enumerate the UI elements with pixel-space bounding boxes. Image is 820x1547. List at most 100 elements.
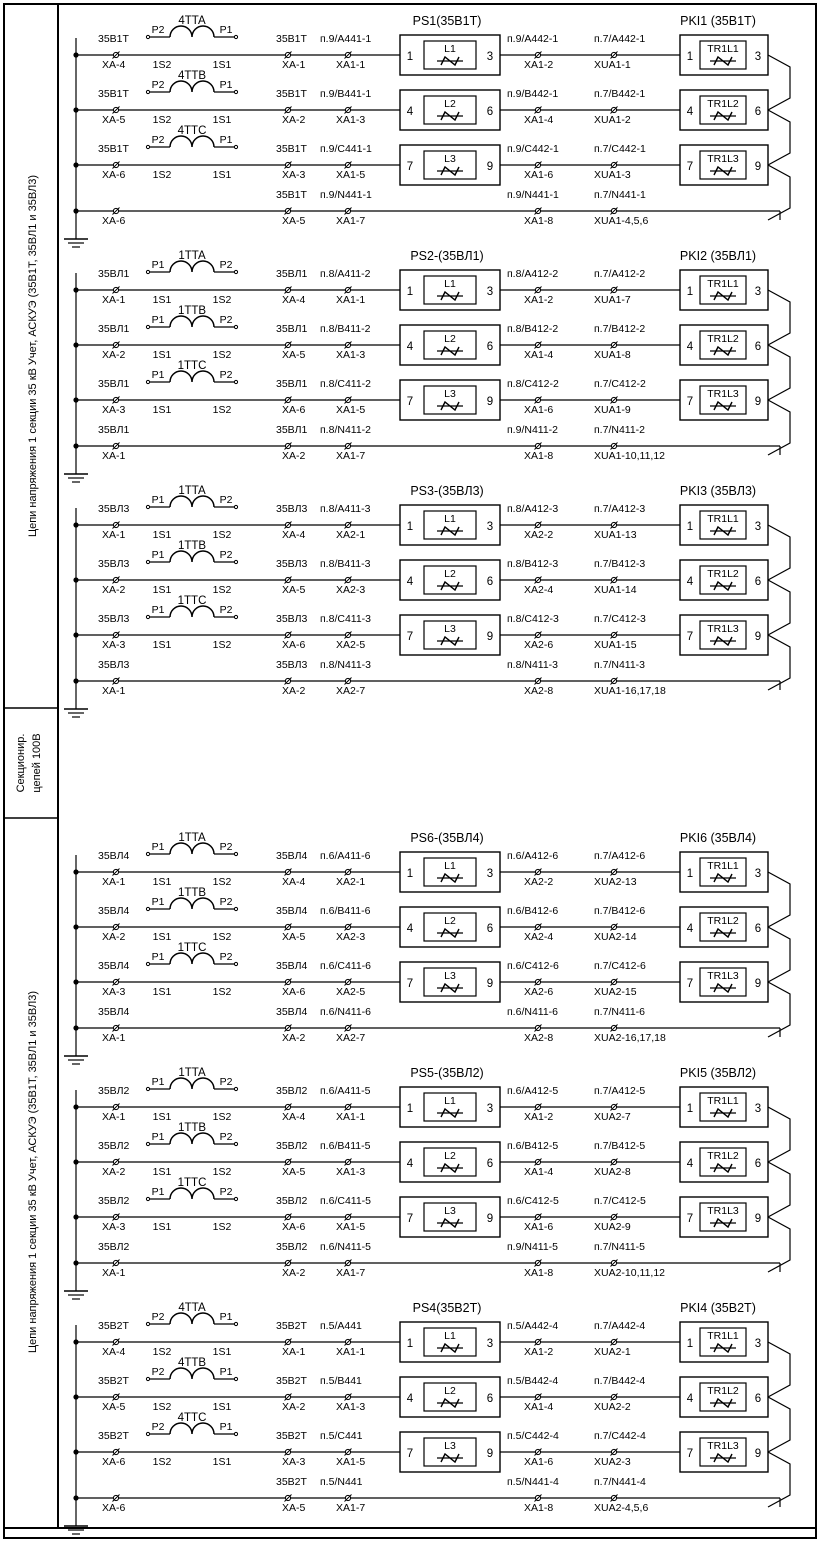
- neutral-row: 35ВЛ1XA-135ВЛ1XA-2п.8/N411-2XA1-7п.9/N41…: [73, 424, 781, 462]
- terminal-slash: [534, 1103, 542, 1111]
- terminal-slash: [344, 631, 352, 639]
- neutral-row: XA-635В2ТXA-5п.5/N441XA1-7п.5/N441-4XA1-…: [73, 1476, 781, 1514]
- ps-coil-box: [423, 385, 477, 415]
- xa-label: XA-6: [102, 169, 126, 181]
- terminal-marker: [284, 341, 292, 349]
- pki-coil-box: [699, 150, 747, 180]
- ground-icon: [64, 1055, 88, 1065]
- neutral-pki-label: п.7/N411-6: [594, 1006, 645, 1018]
- wire2-label: 35В2Т: [276, 1430, 308, 1442]
- pki-pin-out: 3: [755, 1338, 761, 1350]
- xua-label: XUA2-7: [594, 1111, 631, 1123]
- coil-icon: [437, 1397, 463, 1409]
- terminal-marker: [284, 1259, 292, 1267]
- junction-dot: [73, 208, 79, 214]
- terminal-slash: [534, 1213, 542, 1221]
- terminal-slash: [344, 286, 352, 294]
- coil-icon: [437, 1107, 463, 1119]
- terminal-marker: [112, 106, 120, 114]
- ps-coil-label: L3: [444, 153, 456, 165]
- terminal-marker: [284, 923, 292, 931]
- pki-coil-box: [699, 565, 747, 595]
- coil-icon: [437, 290, 463, 302]
- wire2-label: 35В2Т: [276, 1375, 308, 1387]
- junction-dot: [73, 287, 79, 293]
- ct-terminal: [233, 559, 239, 565]
- neutral-xa2: XA-2: [282, 450, 306, 462]
- terminal-slash: [284, 106, 292, 114]
- ps-coil-box: [423, 40, 477, 70]
- pki-coil-box: [699, 1437, 747, 1467]
- terminal-slash: [534, 1158, 542, 1166]
- neutral-ps-terminal: XA1-8: [524, 215, 553, 227]
- ct-primary-left: P1: [152, 494, 165, 506]
- coil-icon: [710, 982, 736, 994]
- terminal-slash: [534, 868, 542, 876]
- xa-label: XA-1: [102, 529, 126, 541]
- ct-secondary-right: 1S1: [213, 1401, 232, 1413]
- neutral-wire-label: 35ВЛ3: [98, 659, 129, 671]
- ps-pin-in: 4: [407, 1158, 414, 1170]
- neutral-xa: XA-1: [102, 1032, 126, 1044]
- terminal-slash: [534, 1338, 542, 1346]
- terminal-marker: [344, 396, 352, 404]
- ground-icon: [64, 238, 88, 248]
- terminal-slash: [284, 521, 292, 529]
- xa2-label: XA-6: [282, 404, 306, 416]
- pki-coil-label: TR1L3: [707, 970, 739, 982]
- xua-label: XUA2-2: [594, 1401, 631, 1413]
- junction-dot: [73, 1025, 79, 1031]
- ct-terminal: [145, 379, 151, 385]
- ct-primary-left: P2: [152, 79, 165, 91]
- wire-label: 35В1Т: [98, 33, 130, 45]
- ct-terminal: [145, 1431, 151, 1437]
- ps-pin-in: 7: [407, 396, 413, 408]
- terminal-slash: [610, 106, 618, 114]
- ps-pin-out: 6: [487, 576, 493, 588]
- xa-label: XA-2: [102, 1166, 126, 1178]
- ct-terminal: [233, 89, 239, 95]
- neutral-pki-label: п.7/N441-4: [594, 1476, 646, 1488]
- terminal-marker: [284, 521, 292, 529]
- terminal-marker: [344, 1338, 352, 1346]
- terminal-slash: [610, 978, 618, 986]
- terminal-marker: [112, 978, 120, 986]
- terminal-marker: [112, 286, 120, 294]
- neutral-ps-terminal: XA2-8: [524, 1032, 553, 1044]
- circuit-label: п.8/A411-2: [320, 268, 371, 280]
- terminal-marker: [284, 161, 292, 169]
- ct-secondary-right: 1S2: [213, 294, 232, 306]
- ps-pin-in: 4: [407, 1393, 414, 1405]
- terminal-slash: [344, 442, 352, 450]
- coil-icon: [710, 290, 736, 302]
- pki-pin-in: 7: [687, 161, 693, 173]
- xua-label: XUA2-8: [594, 1166, 631, 1178]
- pki-in-label: п.7/B412-6: [594, 905, 645, 917]
- neutral-ps-label: п.8/N411-3: [507, 659, 558, 671]
- pki-link: [767, 524, 791, 581]
- xa1-label: XA1-5: [336, 1221, 365, 1233]
- junction-dot: [73, 397, 79, 403]
- pki-coil-box: [699, 1382, 747, 1412]
- terminal-marker: [344, 106, 352, 114]
- terminal-slash: [610, 1158, 618, 1166]
- terminal-marker: [284, 1494, 292, 1502]
- ct-label: 1TTC: [178, 360, 207, 372]
- circuit-label: п.8/B411-2: [320, 323, 371, 335]
- pki-pin-out: 6: [755, 106, 761, 118]
- terminal-marker: [534, 978, 542, 986]
- terminal-marker: [610, 631, 618, 639]
- pki-coil-box: [699, 1147, 747, 1177]
- neutral-xa: XA-1: [102, 685, 126, 697]
- wire2-label: 35ВЛ3: [276, 503, 307, 515]
- side-label-top: Цепи напряжения 1 секции 35 кВ Учет, АСК…: [27, 175, 39, 537]
- neutral-wire2-label: 35В1Т: [276, 189, 308, 201]
- pki-pin-out: 9: [755, 631, 761, 643]
- ps-pin-in: 1: [407, 1103, 413, 1115]
- terminal-slash: [610, 286, 618, 294]
